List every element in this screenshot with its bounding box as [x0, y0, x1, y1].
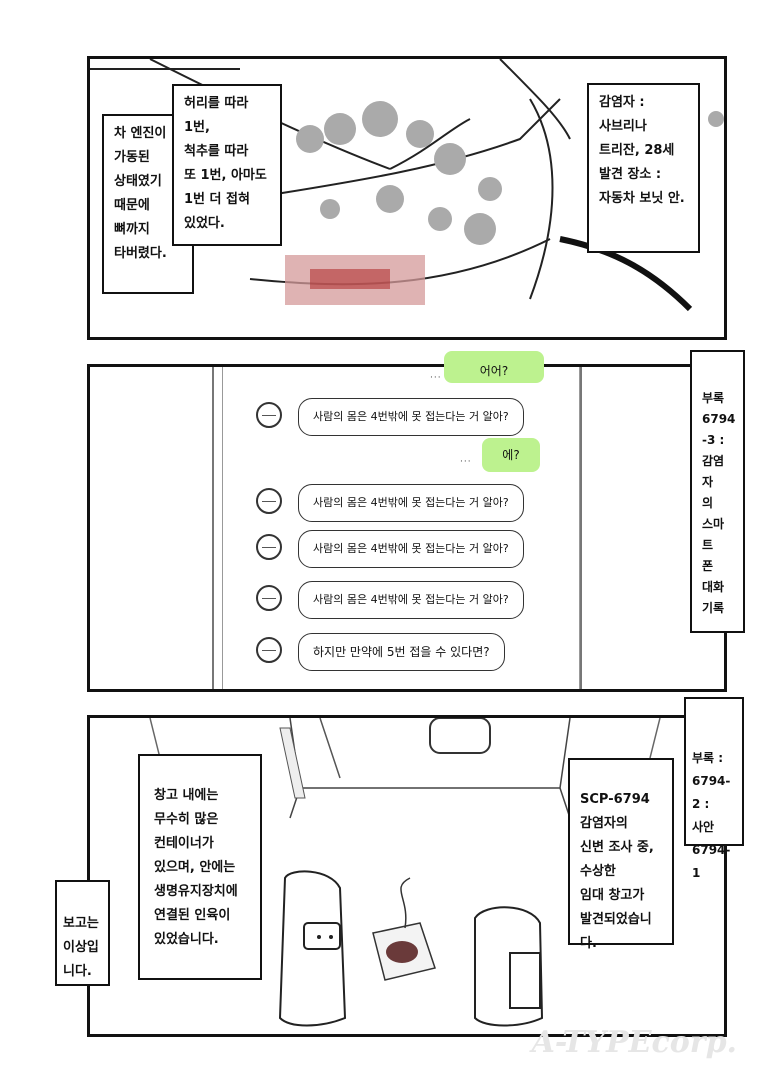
panel-warehouse: 창고 내에는 무수히 많은 컨테이너가 있으며, 안에는 생명유지장치에 연결된… — [87, 715, 727, 1037]
sender-avatar — [256, 488, 282, 514]
caption-victim-info: 감염자 : 사브리나 트리잔, 28세 발견 장소 : 자동차 보닛 안. — [587, 83, 700, 253]
typing-dots: ··· — [430, 373, 442, 383]
panel-car-hood: 차 엔진이 가동된 상태였기 때문에 뼈까지 타버렸다. 허리를 따라 1번, … — [87, 56, 727, 340]
chat-message-row: 하지만 만약에 5번 접을 수 있다면? — [214, 633, 580, 673]
chat-bubble-reply: 에? — [482, 438, 540, 472]
sender-avatar — [256, 402, 282, 428]
sender-avatar — [256, 534, 282, 560]
appendix-label-case: 부록 : 6794-2 : 사안 6794-1 — [684, 697, 744, 880]
sender-avatar — [256, 637, 282, 663]
phone-screen: 어어? ··· 사람의 몸은 4번밖에 못 접는다는 거 알아? 에? ··· … — [212, 351, 582, 689]
appendix-label-phone-log: 부록 6794 -3 : 감염자 의 스마트 폰 대화 기록 — [690, 350, 745, 633]
watermark: A-TYPEcorp. — [531, 1025, 737, 1060]
caption-report-end: 보고는 이상입 니다. — [55, 880, 110, 986]
chat-bubble-incoming: 사람의 몸은 4번밖에 못 접는다는 거 알아? — [298, 398, 524, 436]
typing-dots: ··· — [460, 457, 472, 467]
caption-investigation: SCP-6794 감염자의 신변 조사 중, 수상한 임대 창고가 발견되었습니… — [568, 758, 674, 951]
caption-warehouse-contents: 창고 내에는 무수히 많은 컨테이너가 있으며, 안에는 생명유지장치에 연결된… — [138, 754, 262, 980]
sender-avatar — [256, 585, 282, 611]
chat-bubble-incoming: 사람의 몸은 4번밖에 못 접는다는 거 알아? — [298, 581, 524, 619]
chat-bubble-incoming-final: 하지만 만약에 5번 접을 수 있다면? — [298, 633, 505, 671]
caption-folded-body: 허리를 따라 1번, 척추를 따라 또 1번, 아마도 1번 더 접혀 있었다. — [172, 84, 282, 246]
chat-bubble-incoming: 사람의 몸은 4번밖에 못 접는다는 거 알아? — [298, 530, 524, 568]
chat-message-row: 사람의 몸은 4번밖에 못 접는다는 거 알아? — [214, 530, 580, 570]
chat-message-row: 사람의 몸은 4번밖에 못 접는다는 거 알아? — [214, 581, 580, 621]
warehouse-illustration — [149, 718, 661, 1027]
car-hood-illustration — [90, 59, 724, 312]
chat-bubble-incoming: 사람의 몸은 4번밖에 못 접는다는 거 알아? — [298, 484, 524, 522]
chat-message-row: 사람의 몸은 4번밖에 못 접는다는 거 알아? — [214, 484, 580, 524]
chat-bubble-partial-reply: 어어? — [444, 351, 544, 383]
chat-message-row: 사람의 몸은 4번밖에 못 접는다는 거 알아? — [214, 398, 580, 438]
